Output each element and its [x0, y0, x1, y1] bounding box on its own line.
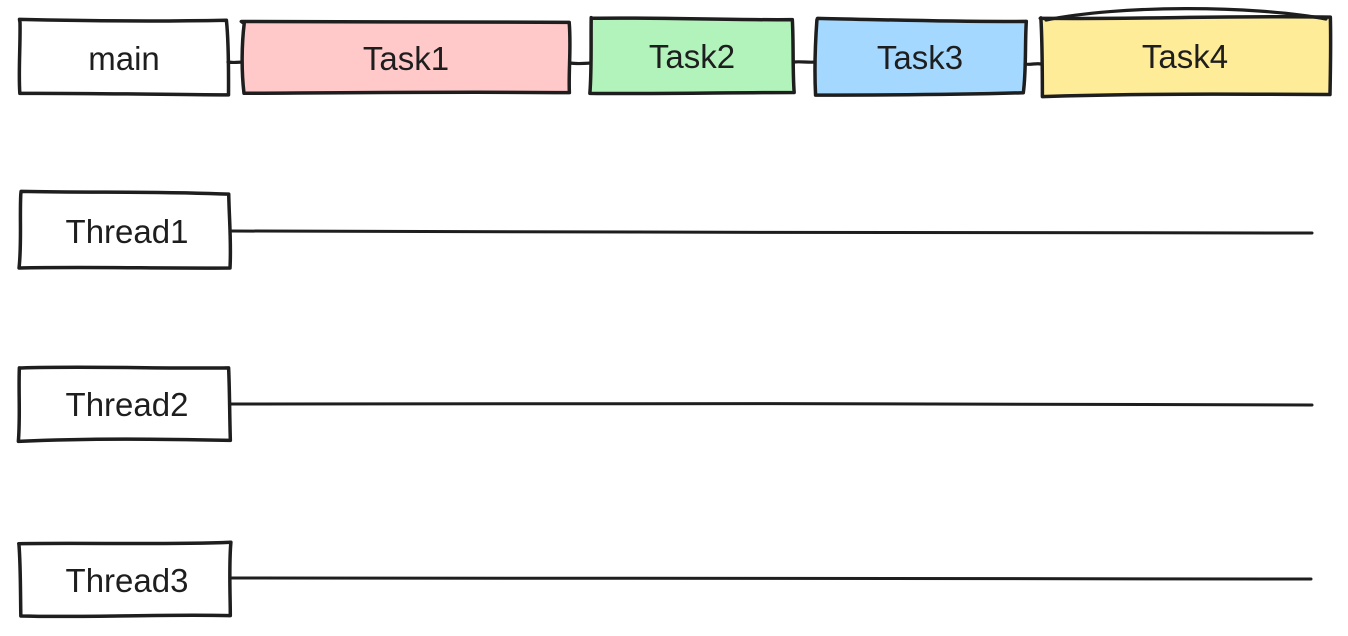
node-task2-label: Task2 — [649, 38, 735, 75]
thread-rows: Thread1 Thread2 Thread3 — [16, 189, 1314, 619]
thread2-timeline — [228, 402, 1314, 407]
thread3-timeline — [228, 576, 1313, 581]
node-main — [17, 17, 231, 97]
node-task1 — [239, 19, 572, 96]
main-flow-row: main Task1 Task2 Task3 Task4 — [17, 7, 1333, 99]
thread-row-1: Thread1 — [17, 189, 1314, 270]
node-task4-label: Task4 — [1142, 38, 1228, 75]
node-task2 — [588, 15, 796, 96]
connector-task3-task4 — [1023, 62, 1043, 66]
thread-row-3: Thread3 — [17, 540, 1313, 619]
thread1-timeline — [228, 229, 1314, 235]
thread-row-2: Thread2 — [16, 365, 1314, 444]
node-main-label: main — [88, 40, 160, 77]
node-task4 — [1038, 14, 1333, 99]
connector-task1-task2 — [568, 61, 593, 66]
node-task1-label: Task1 — [363, 40, 449, 77]
node-thread1-label: Thread1 — [66, 213, 189, 250]
node-task3 — [813, 16, 1029, 97]
node-task3-label: Task3 — [877, 39, 963, 76]
node-thread1 — [17, 189, 233, 270]
node-thread3-label: Thread3 — [66, 562, 189, 599]
node-thread2-label: Thread2 — [66, 386, 189, 423]
node-thread2 — [16, 365, 233, 444]
node-thread3 — [17, 540, 233, 619]
node-task4-overdraw-stroke — [1044, 7, 1328, 22]
